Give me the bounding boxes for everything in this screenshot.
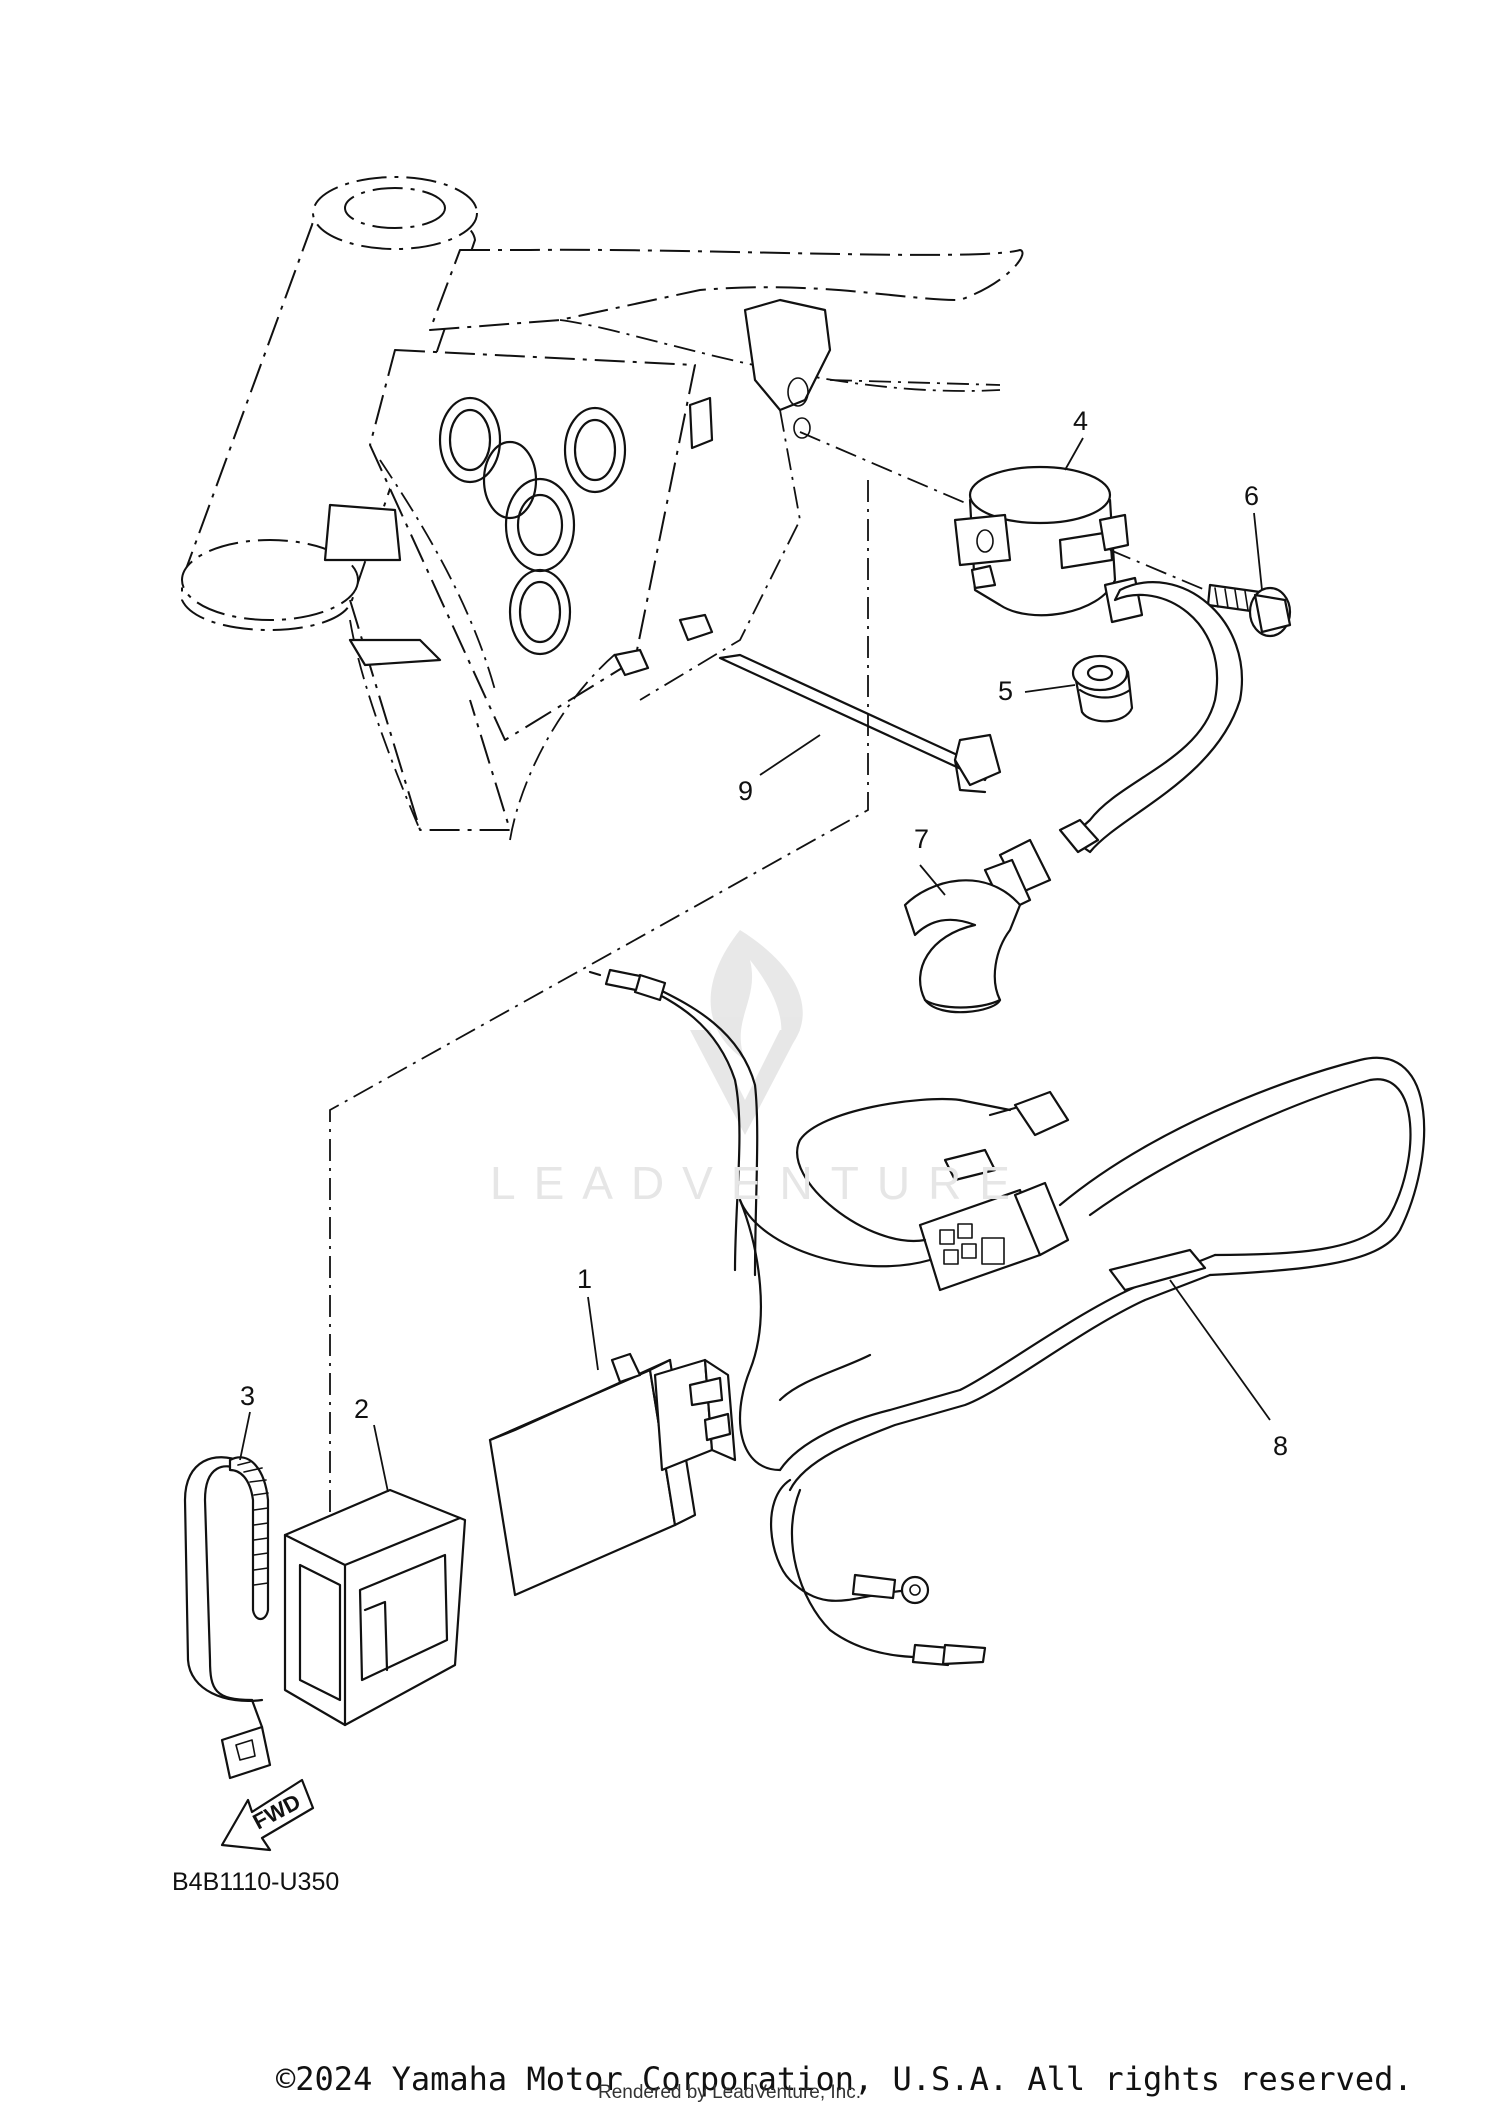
part-2-cover: [283, 1488, 467, 1727]
leader-frame-to-cdi: [329, 480, 869, 1710]
rendered-by-credit: Rendered by LeadVenture, Inc.: [598, 2082, 862, 2103]
callout-5: 5: [998, 676, 1013, 706]
callout-1: 1: [577, 1264, 592, 1294]
coupler-pins: [939, 1223, 1005, 1265]
leader-coil-to-frame: [799, 431, 971, 506]
copyright-notice: ©2024 Yamaha Motor Corporation, U.S.A. A…: [276, 2060, 1413, 2098]
frame-holes: [438, 396, 627, 656]
part-1-cdi-unit: [488, 1352, 737, 1597]
part-4-ignition-coil: [953, 465, 1144, 624]
callout-3: 3: [240, 1381, 255, 1411]
callout-7: 7: [914, 824, 929, 854]
part-6-bolt: [1206, 583, 1292, 638]
watermark-text: LEADVENTURE: [490, 1157, 1028, 1209]
callout-2: 2: [354, 1394, 369, 1424]
fwd-arrow-icon: FWD: [220, 1778, 315, 1852]
frame-outline: [181, 176, 1024, 841]
part-8-wire-harness: [588, 968, 1426, 1667]
watermark-logo-icon: [690, 930, 803, 1135]
callout-9: 9: [738, 776, 753, 806]
part-9-bracket: [718, 653, 1002, 794]
part-5-grommet: [1071, 654, 1134, 723]
leader-bolt-to-coil: [1109, 549, 1211, 593]
callout-4: 4: [1073, 406, 1088, 436]
ht-lead: [1058, 581, 1243, 854]
callout-8: 8: [1273, 1431, 1288, 1461]
diagram-code: B4B1110-U350: [172, 1868, 340, 1896]
callout-6: 6: [1244, 481, 1259, 511]
part-7-plug-cap: [903, 838, 1052, 1014]
part-3-band: [183, 1456, 272, 1780]
